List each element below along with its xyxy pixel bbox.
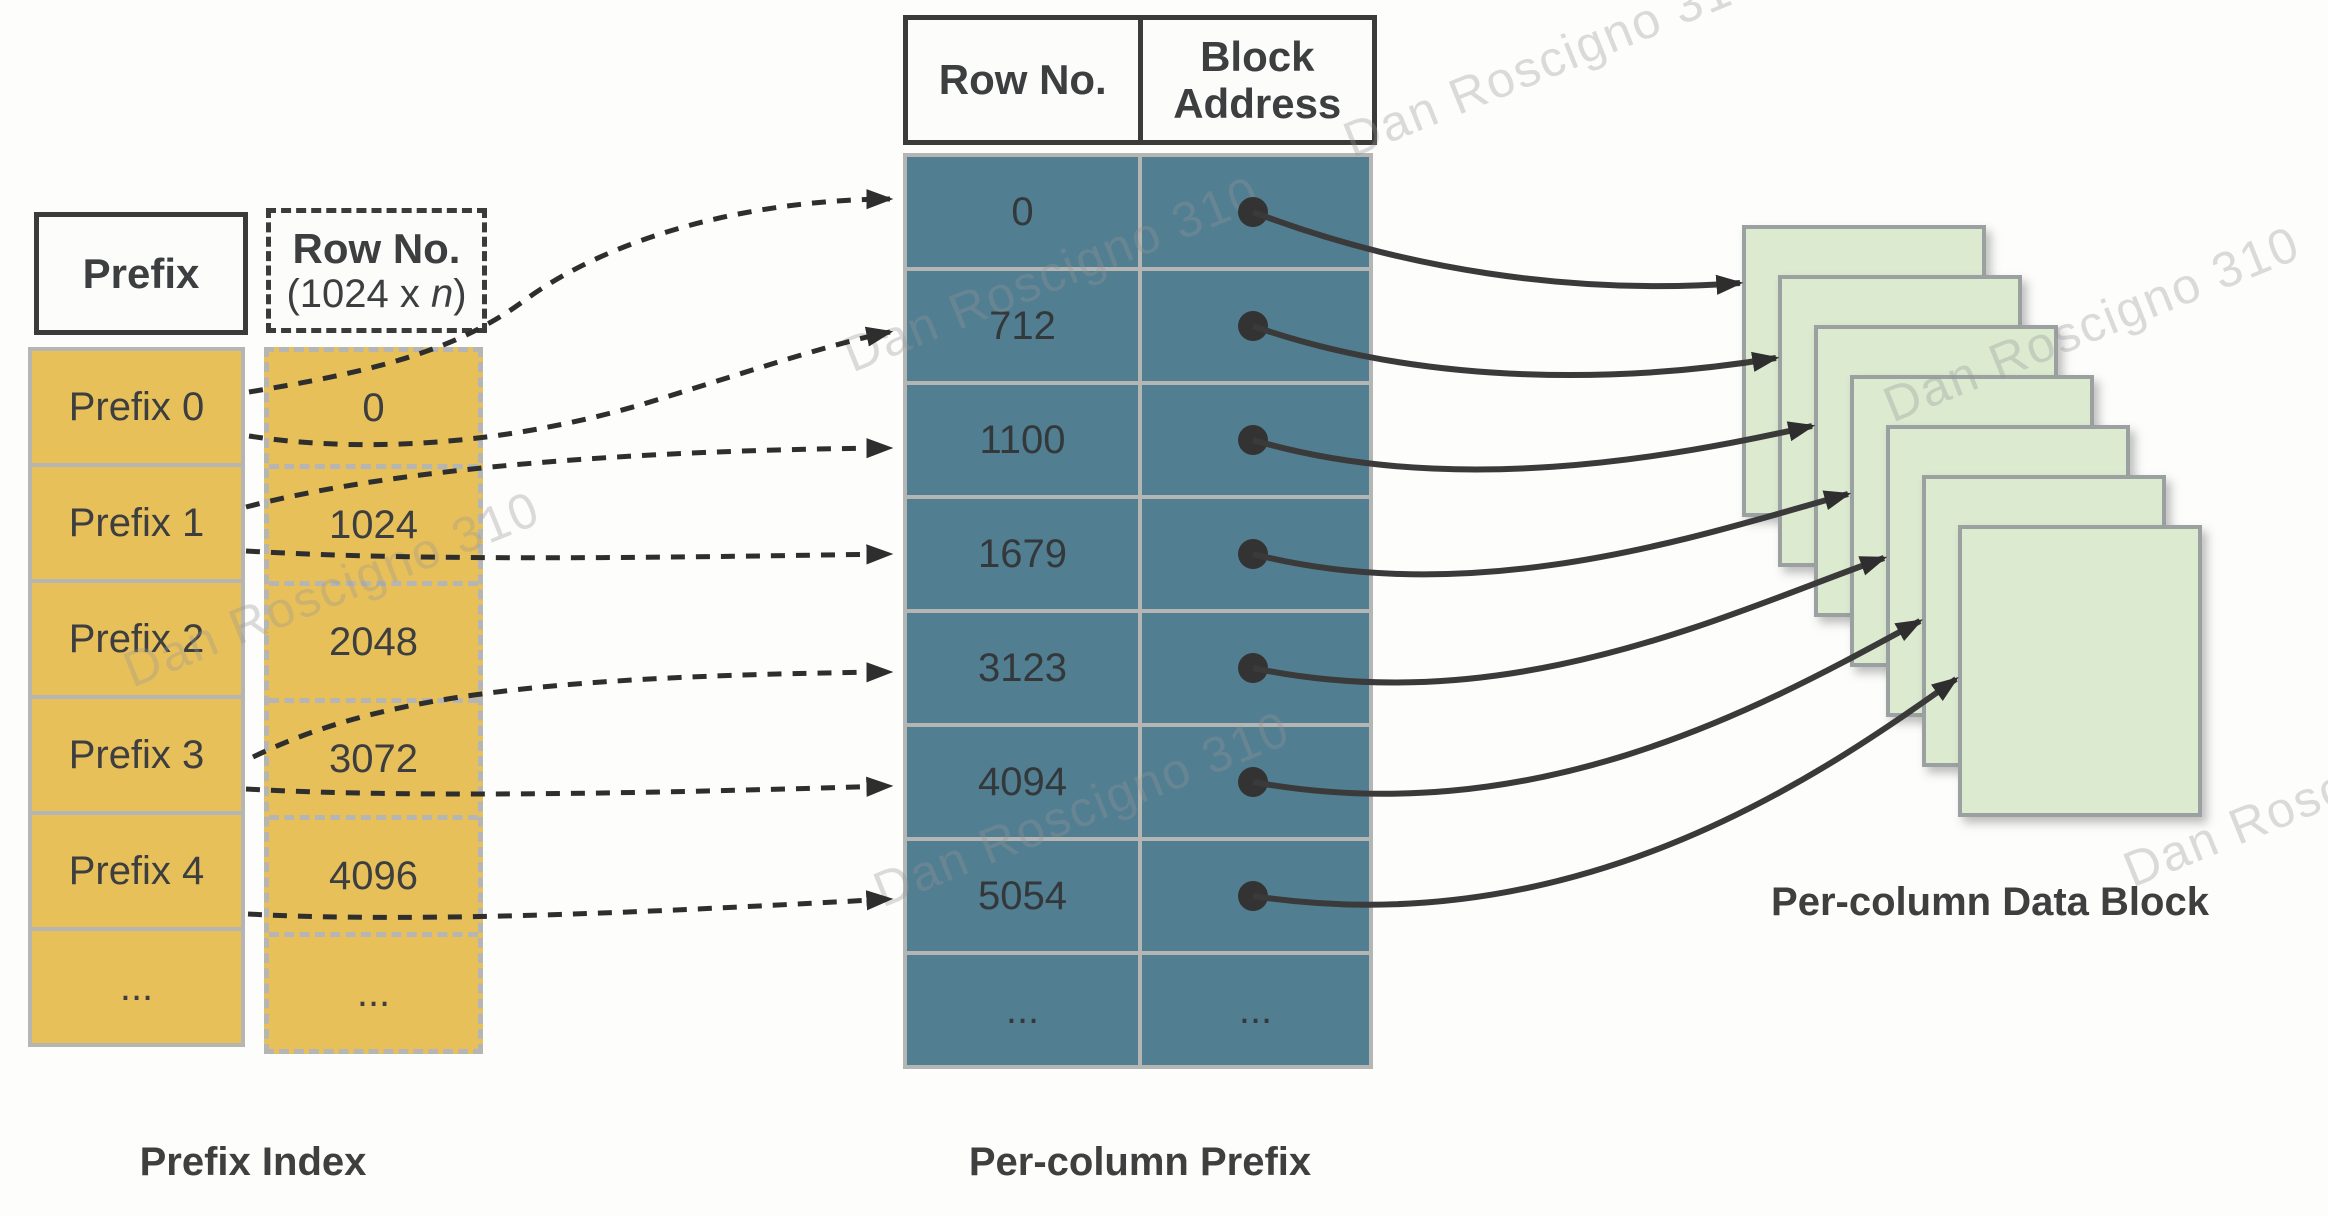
row-no-cell: 4096: [269, 815, 478, 932]
prefix-row: ...: [32, 931, 241, 1043]
row-no-header-title: Row No.: [292, 224, 461, 272]
block-address-cell: [1142, 271, 1369, 381]
row-no-value: 4094: [907, 727, 1138, 837]
prefix-row: Prefix 2: [32, 583, 241, 695]
block-address-cell: [1142, 385, 1369, 495]
row-no-header-cell: Row No.: [938, 56, 1107, 104]
row-no-value: 0: [907, 157, 1138, 267]
block-address-cell: [1142, 499, 1369, 609]
prefix-row: Prefix 0: [32, 351, 241, 463]
per-column-prefix-caption: Per-column Prefix: [968, 1140, 1312, 1184]
data-block-7: [1958, 525, 2202, 817]
row-no-value: 3123: [907, 613, 1138, 723]
prefix-column-header: Prefix: [34, 212, 248, 335]
prefix-header-label: Prefix: [82, 249, 200, 297]
prefix-index-caption: Prefix Index: [139, 1140, 367, 1184]
row-no-value: 5054: [907, 841, 1138, 951]
per-column-prefix-row: 1100: [907, 385, 1369, 495]
prefix-row: Prefix 1: [32, 467, 241, 579]
prefix-row: Prefix 4: [32, 815, 241, 927]
row-no-cell: 3072: [269, 698, 478, 815]
block-address-cell: ...: [1142, 955, 1369, 1065]
row-no-cell: 2048: [269, 581, 478, 698]
prefix-row: Prefix 3: [32, 699, 241, 811]
per-column-prefix-row: 1679: [907, 499, 1369, 609]
row-no-cell: ...: [269, 932, 478, 1049]
row-no-cell: 0: [362, 385, 385, 430]
per-column-prefix-row: ......: [907, 955, 1369, 1065]
row-no-value: 1679: [907, 499, 1138, 609]
row-no-value: 712: [907, 271, 1138, 381]
row-no-column-header: Row No. (1024 x n): [266, 208, 487, 333]
watermark-text: Dan Roscigno 310: [1335, 0, 1768, 169]
row-no-value: 1100: [907, 385, 1138, 495]
row-no-value: ...: [907, 955, 1138, 1065]
block-address-cell: [1142, 841, 1369, 951]
per-column-prefix-row: 3123: [907, 613, 1369, 723]
row-no-header-formula: (1024 x n): [286, 271, 467, 316]
